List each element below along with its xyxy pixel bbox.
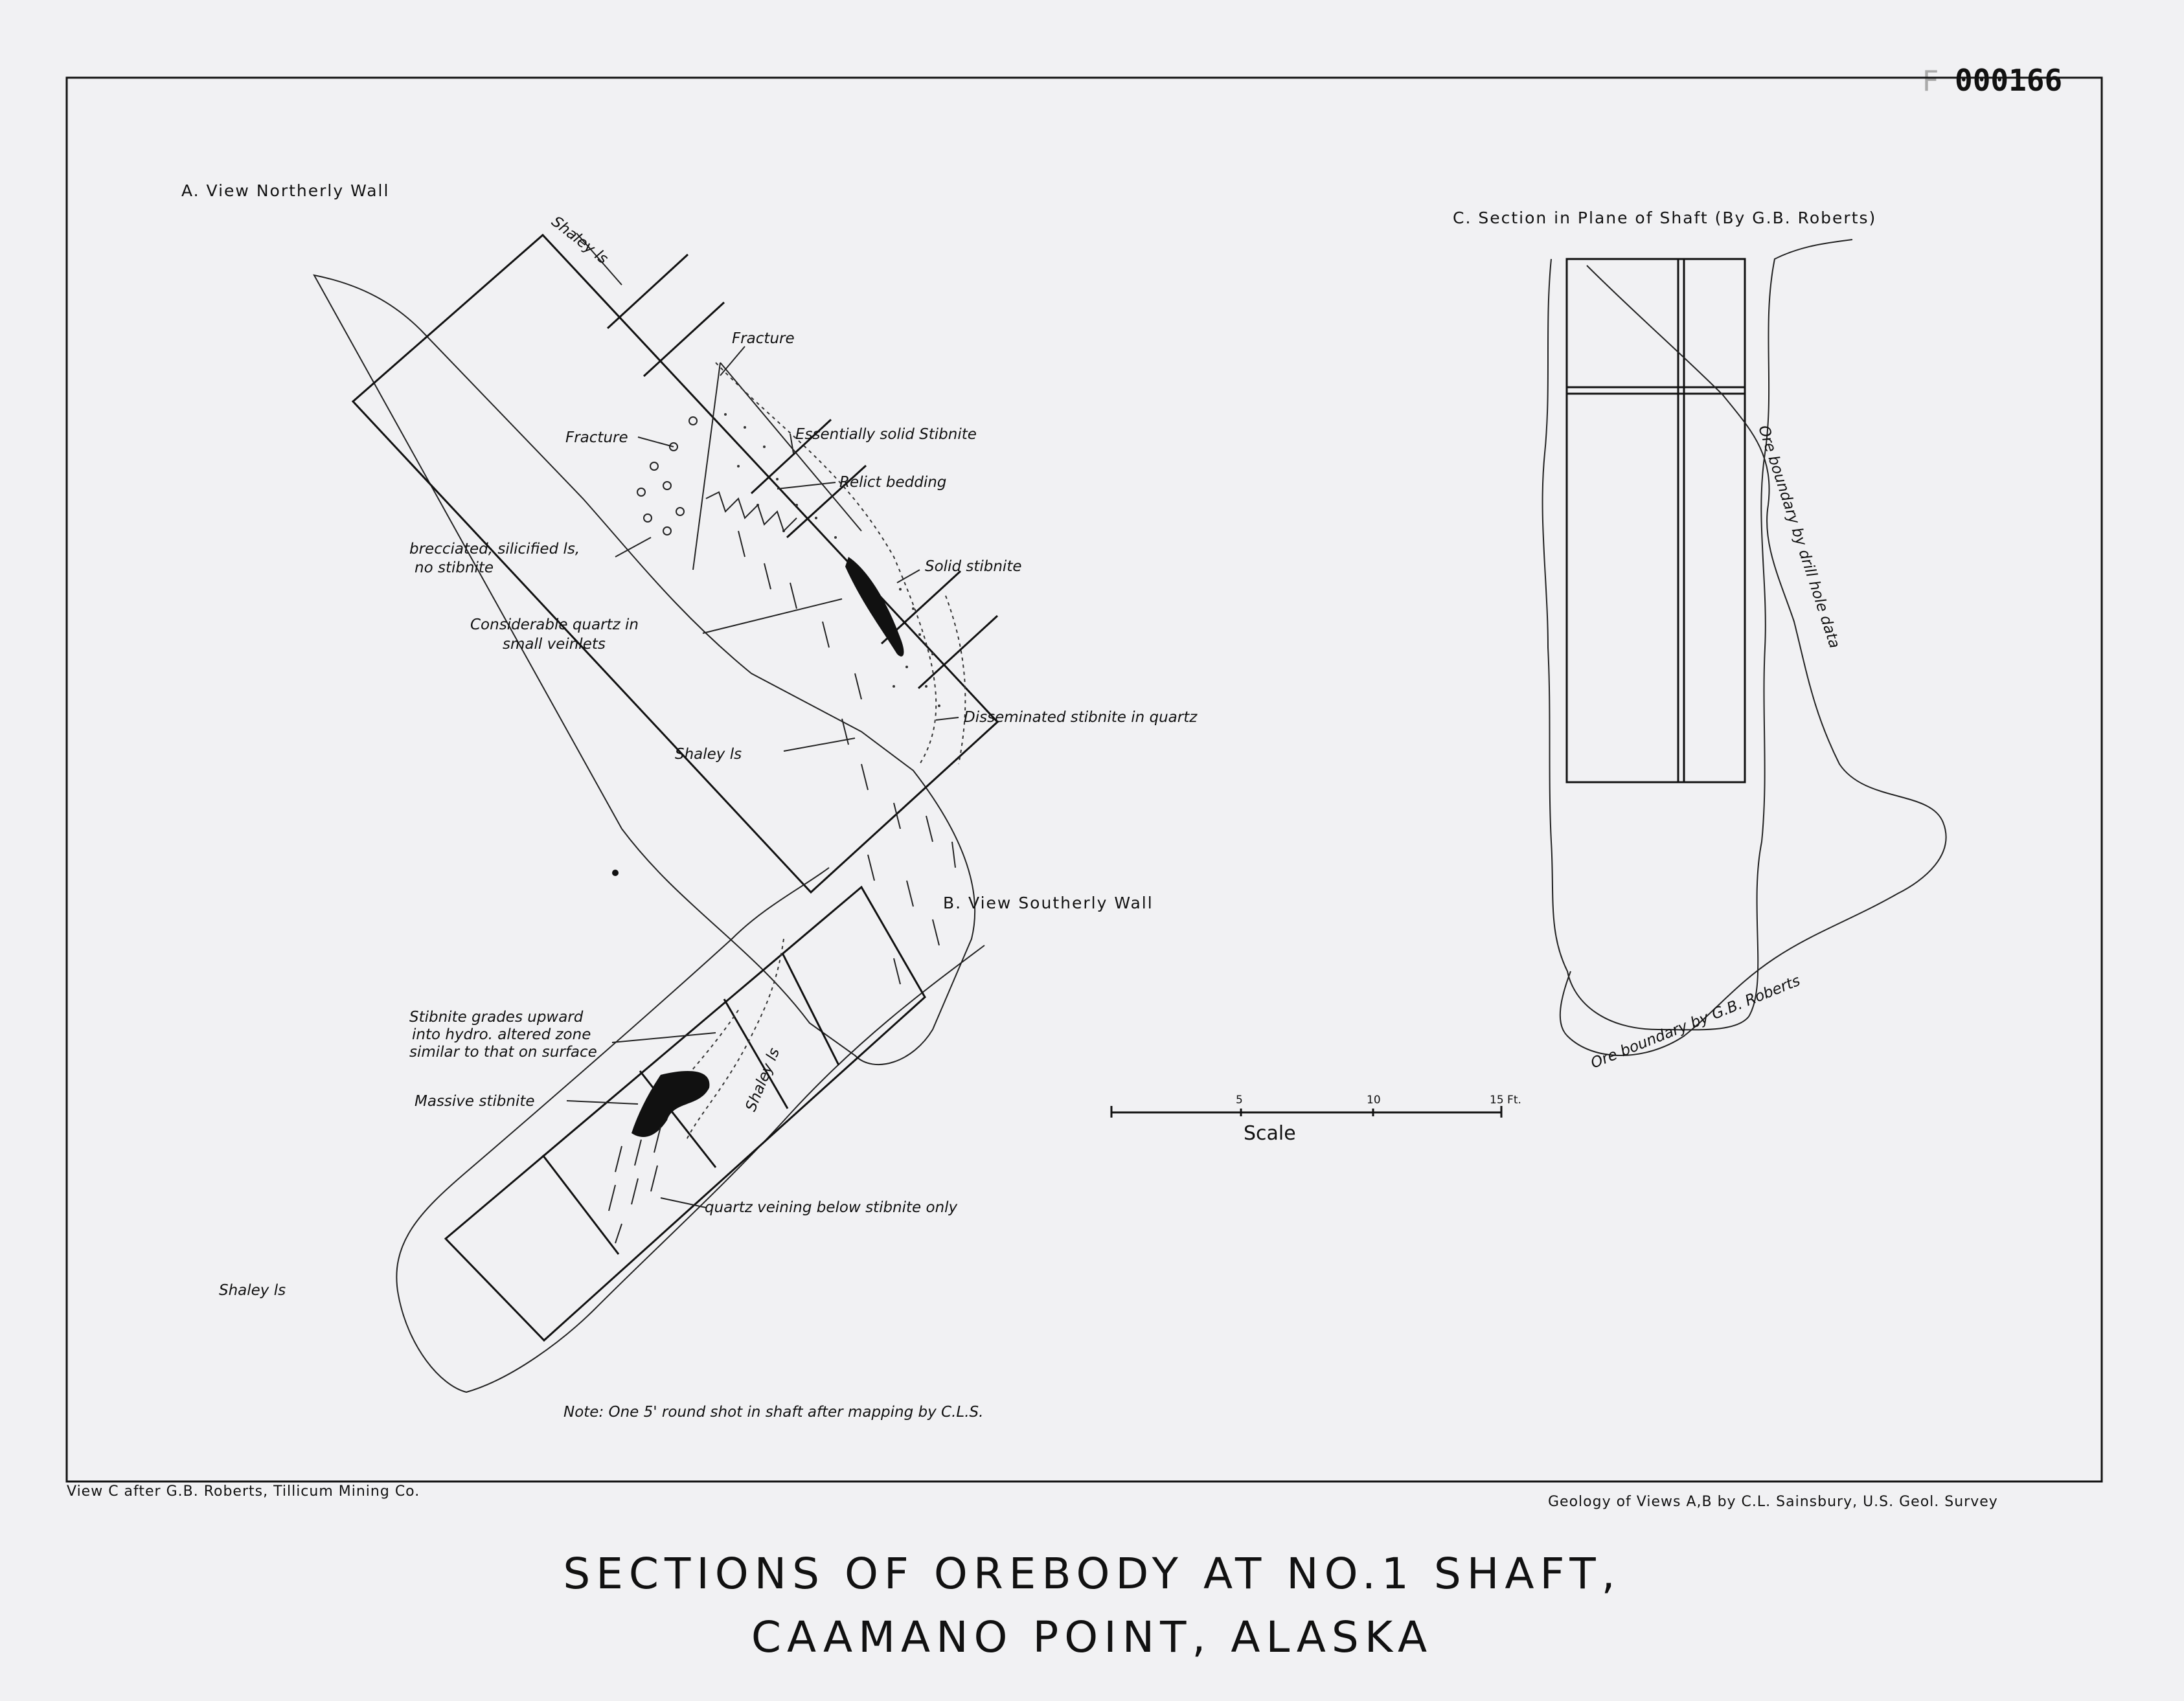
- footer-right: Geology of Views A,B by C.L. Sainsbury, …: [1548, 1494, 1998, 1510]
- view-a-stipple: [724, 413, 940, 707]
- scale-bar: 5 10 15 Ft. Scale: [1110, 1094, 1521, 1145]
- view-b-set-3: [723, 998, 789, 1109]
- view-a-solid-stibnite: Solid stibnite: [925, 558, 1022, 575]
- view-b-heading: B. View Southerly Wall: [943, 894, 1154, 912]
- view-a-shaley-top: Shaley ls: [548, 213, 611, 267]
- view-a-quartz-2: small veinlets: [503, 636, 606, 653]
- view-a-leaders: [576, 232, 959, 752]
- view-b-set-2: [541, 1155, 620, 1255]
- footer-left: View C after G.B. Roberts, Tillicum Mini…: [67, 1483, 420, 1500]
- view-a-quartz-contact: [945, 595, 966, 765]
- view-a-fracture-top: Fracture: [732, 330, 795, 347]
- scale-tick-label-10: 10: [1367, 1094, 1381, 1107]
- view-b-quartz-hatch: [608, 1126, 661, 1244]
- view-c-heading: C. Section in Plane of Shaft (By G.B. Ro…: [1453, 208, 1876, 227]
- view-b-massive: Massive stibnite: [415, 1093, 535, 1110]
- view-b-leaders: [566, 1032, 716, 1208]
- stamp-prefix: F: [1922, 65, 1939, 98]
- map-title-line-1: SECTIONS OF OREBODY AT NO.1 SHAFT,: [563, 1549, 1621, 1599]
- view-a-quartz-1: Considerable quartz in: [470, 616, 639, 633]
- view-c-shaft: [1565, 258, 1746, 783]
- view-a-quartz-hatch: [738, 530, 956, 985]
- view-a-solid-stibnite-lens: [845, 557, 904, 657]
- view-b-set-4: [781, 952, 840, 1066]
- view-a-fracture-2: [720, 362, 862, 532]
- view-a-relict-bedding: Relict bedding: [839, 474, 946, 491]
- view-b: B. View Southerly Wall Stibnite grades u…: [219, 867, 1154, 1393]
- frame-border: [65, 76, 2103, 1483]
- view-b-altered-contact-2: [666, 1009, 739, 1101]
- view-b-shaft: [444, 885, 926, 1342]
- view-b-altered-contact-1: [686, 938, 784, 1140]
- view-b-quartz-veining: quartz veining below stibnite only: [705, 1199, 958, 1216]
- view-b-grades-1: Stibnite grades upward: [409, 1009, 584, 1026]
- view-b-grades-2: into hydro. altered zone: [412, 1026, 591, 1043]
- view-b-set-1: [639, 1070, 717, 1168]
- view-a-disseminated: Disseminated stibnite in quartz: [964, 709, 1198, 726]
- view-a-ore-contact: [715, 362, 937, 765]
- view-b-massive-stibnite: [631, 1071, 710, 1137]
- view-a-set-4: [786, 464, 867, 539]
- map-title-line-2: CAAMANO POINT, ALASKA: [751, 1612, 1433, 1662]
- shot-note: Note: One 5' round shot in shaft after m…: [563, 1404, 983, 1421]
- view-b-dot: [612, 870, 619, 876]
- scale-tick-label-15: 15 Ft.: [1490, 1094, 1521, 1107]
- view-a-set-2: [643, 301, 725, 377]
- view-a-set-1: [606, 253, 689, 330]
- view-a-outcrop-outline: [313, 274, 976, 1066]
- view-a-shaft: [351, 233, 999, 894]
- view-b-shaley-inside: Shaley ls: [742, 1046, 783, 1114]
- view-a: A. View Northerly Wall: [181, 181, 1198, 1066]
- view-a-fracture-left: Fracture: [565, 429, 628, 446]
- view-a-breccia-symbols: [637, 416, 698, 535]
- view-a-fracture-1: [692, 362, 721, 570]
- view-a-brecciated-1: brecciated, silicified ls,: [409, 541, 580, 558]
- view-a-relict-bedding-zigzag: [705, 491, 797, 532]
- view-a-shaley-bottom: Shaley ls: [675, 746, 742, 763]
- scale-tick-label-5: 5: [1236, 1094, 1243, 1107]
- view-a-set-3: [750, 418, 832, 495]
- view-a-set-6: [917, 614, 999, 690]
- scale-label: Scale: [1244, 1122, 1296, 1145]
- view-c-ore-boundary-drill: [1559, 265, 1947, 1056]
- view-a-heading: A. View Northerly Wall: [181, 181, 389, 200]
- stamp-number: 000166: [1955, 63, 2062, 98]
- view-b-shaley-left: Shaley ls: [219, 1282, 286, 1299]
- view-b-outcrop-outline: [396, 867, 985, 1393]
- view-a-brecciated-2: no stibnite: [415, 559, 494, 576]
- view-b-grades-3: similar to that on surface: [409, 1044, 597, 1061]
- view-c-ore-boundary-roberts: [1541, 239, 1853, 1031]
- view-c-roberts-boundary-label: Ore boundary by G.B. Roberts: [1589, 973, 1803, 1072]
- view-c: C. Section in Plane of Shaft (By G.B. Ro…: [1453, 208, 1947, 1072]
- view-a-essentially-solid: Essentially solid Stibnite: [795, 426, 977, 443]
